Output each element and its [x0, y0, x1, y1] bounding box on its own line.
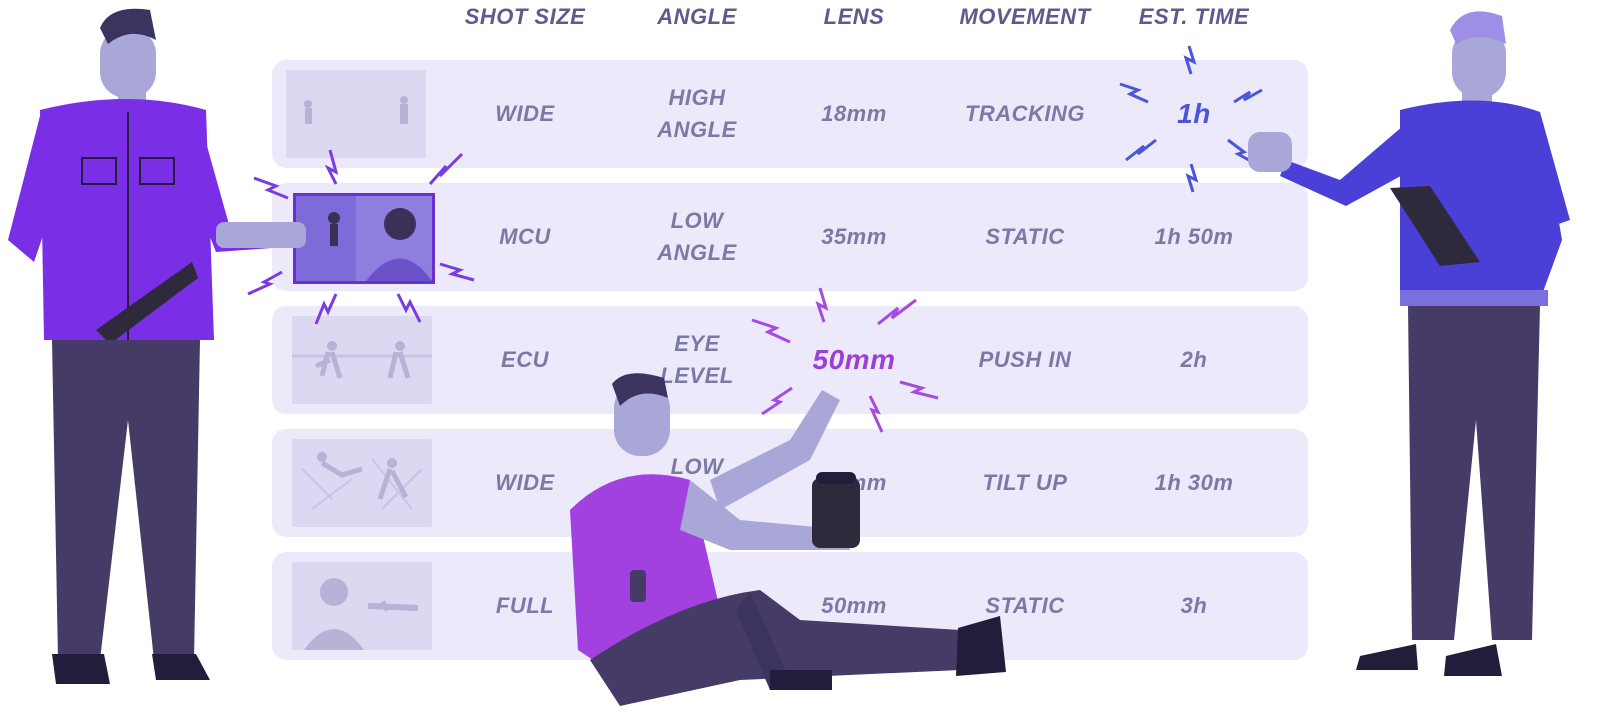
cell-movement: PUSH IN	[978, 347, 1072, 372]
cell-movement: TILT UP	[982, 470, 1068, 495]
table-row: ECU EYE LEVEL 50mm PUSH IN 2h	[272, 306, 1308, 414]
header-est-time: EST. TIME	[1138, 4, 1250, 29]
cell-movement: STATIC	[985, 593, 1065, 618]
spark-burst-icon	[1119, 45, 1263, 193]
storyboard-thumbnail	[292, 316, 432, 404]
cell-time: 2h	[1180, 347, 1208, 372]
cell-lens: 50mm	[821, 593, 887, 618]
cell-lens-highlight: 50mm	[812, 344, 896, 375]
cell-angle-line2: ANGLE	[657, 117, 737, 142]
cell-shot-size: WIDE	[495, 470, 555, 495]
cell-shot-size: FULL	[495, 593, 555, 618]
cell-time: 3h	[1180, 593, 1208, 618]
spark-burst-icon	[751, 287, 939, 433]
table-row: WIDE HIGH ANGLE 18mm TRACKING 1h	[272, 60, 1308, 168]
cell-shot-size: MCU	[499, 224, 551, 249]
cell-time: 1h 50m	[1154, 224, 1234, 249]
storyboard-thumbnail-active	[293, 193, 435, 284]
cell-angle-line2: ANGLE	[657, 240, 737, 265]
header-movement: MOVEMENT	[959, 4, 1091, 29]
person-with-clipboard-icon	[8, 8, 306, 684]
spark-burst-icon	[247, 149, 475, 325]
person-sitting-with-lens-icon	[570, 373, 1006, 706]
cell-time-highlight: 1h	[1177, 98, 1211, 129]
cell-movement: TRACKING	[964, 101, 1086, 126]
cell-shot-size: WIDE	[495, 101, 555, 126]
cell-time: 1h 30m	[1154, 470, 1234, 495]
person-with-clipboard-icon	[1248, 11, 1570, 676]
header-shot-size: SHOT SIZE	[464, 4, 586, 29]
cell-lens: 18mm	[821, 101, 887, 126]
cell-angle-line1: HIGH	[668, 85, 726, 110]
storyboard-thumbnail	[286, 70, 426, 158]
cell-movement: STATIC	[985, 224, 1065, 249]
header-lens: LENS	[823, 4, 885, 29]
cell-shot-size: ECU	[501, 347, 549, 372]
header-angle: ANGLE	[657, 4, 737, 29]
cell-angle-line1: LOW	[670, 208, 724, 233]
table-row: MCU LOW ANGLE 35mm STATIC 1h 50m	[272, 183, 1308, 291]
storyboard-thumbnail	[292, 562, 432, 650]
storyboard-thumbnail	[292, 439, 432, 527]
cell-angle-line1: EYE	[674, 331, 720, 356]
table-row: FULL 50mm STATIC 3h	[272, 552, 1308, 660]
cell-angle-line2: LEVEL	[660, 363, 734, 388]
cell-angle-line1: LOW	[670, 454, 724, 479]
table-row: WIDE LOW 85mm TILT UP 1h 30m	[272, 429, 1308, 537]
cell-lens: 35mm	[821, 224, 887, 249]
